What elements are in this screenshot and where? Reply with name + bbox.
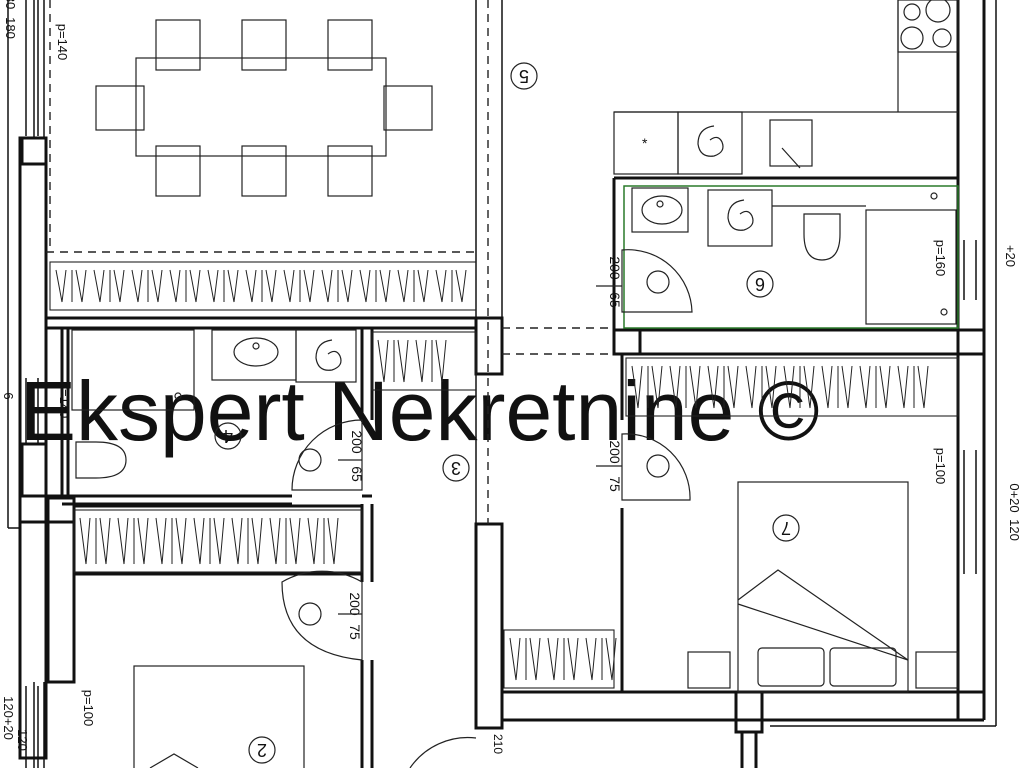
door-dimensions: 200 65 200 65 200 75 200 75 210 (338, 256, 623, 754)
watermark: Ekspert Nekretnine © (20, 364, 820, 458)
bed-7 (687, 481, 959, 693)
kitchen: * (613, 0, 959, 175)
window-label-left-bottom-p: p=100 (81, 690, 96, 727)
window-label-left-bottom-b: 120+20 (1, 696, 16, 740)
door-height-room2: 75 (347, 624, 363, 640)
window-label-right-mid-b: 120 (1007, 519, 1022, 541)
bed-2 (133, 665, 305, 768)
wardrobe-hatch (377, 339, 447, 383)
wardrobe-hatch (631, 365, 929, 409)
room-label-2: 2 (257, 740, 267, 760)
walls (7, 0, 997, 768)
window-label-left-top-a: 180 (3, 17, 18, 39)
wardrobe-hatch (55, 269, 467, 303)
door-height-bath6: 65 (607, 292, 623, 308)
window-label-left-bottom-a: 120 (15, 729, 30, 751)
bathroom-6 (623, 185, 959, 329)
door-width-bath6: 200 (607, 256, 623, 280)
window-label-right-top-p: p=160 (933, 240, 948, 277)
room-label-4: 4 (223, 426, 233, 446)
room-label-3: 3 (451, 458, 461, 478)
wardrobe-hatching (55, 269, 929, 681)
wardrobe-hatch (79, 517, 339, 565)
window-label-left-top-b: 80 (3, 0, 18, 9)
wardrobes (49, 261, 959, 689)
wardrobe-hatch (509, 637, 617, 681)
windows (25, 0, 977, 768)
window-dimensions: 180 80 p=140 6 p=140 120 120+20 p=100 +2… (1, 0, 1022, 751)
doors (281, 249, 693, 768)
dining-table (95, 19, 433, 197)
room-label-7: 7 (781, 518, 791, 538)
door-height-bed7: 75 (607, 476, 623, 492)
door-width-bath4: 200 (349, 430, 365, 454)
window-label-right-mid-p: p=100 (933, 448, 948, 485)
room-label-6: 6 (755, 274, 765, 294)
window-label-left-mid-p: p=140 (57, 382, 72, 419)
door-height-bath4: 65 (349, 466, 365, 482)
svg-text:*: * (642, 135, 648, 151)
door-width-room2: 200 (347, 592, 363, 616)
room-labels: 2 3 4 5 6 7 (214, 62, 800, 764)
window-label-left-top-p: p=140 (55, 24, 70, 61)
window-label-right-top: +20 (1003, 245, 1018, 267)
room-label-5: 5 (519, 66, 529, 86)
window-label-right-mid-a: 0+20 (1007, 483, 1022, 512)
zone-boundaries (46, 0, 614, 524)
door-width-bed7: 200 (607, 440, 623, 464)
door-label-bottom: 210 (491, 734, 505, 754)
window-label-left-mid: 6 (1, 392, 16, 399)
bathroom-4 (71, 329, 357, 479)
